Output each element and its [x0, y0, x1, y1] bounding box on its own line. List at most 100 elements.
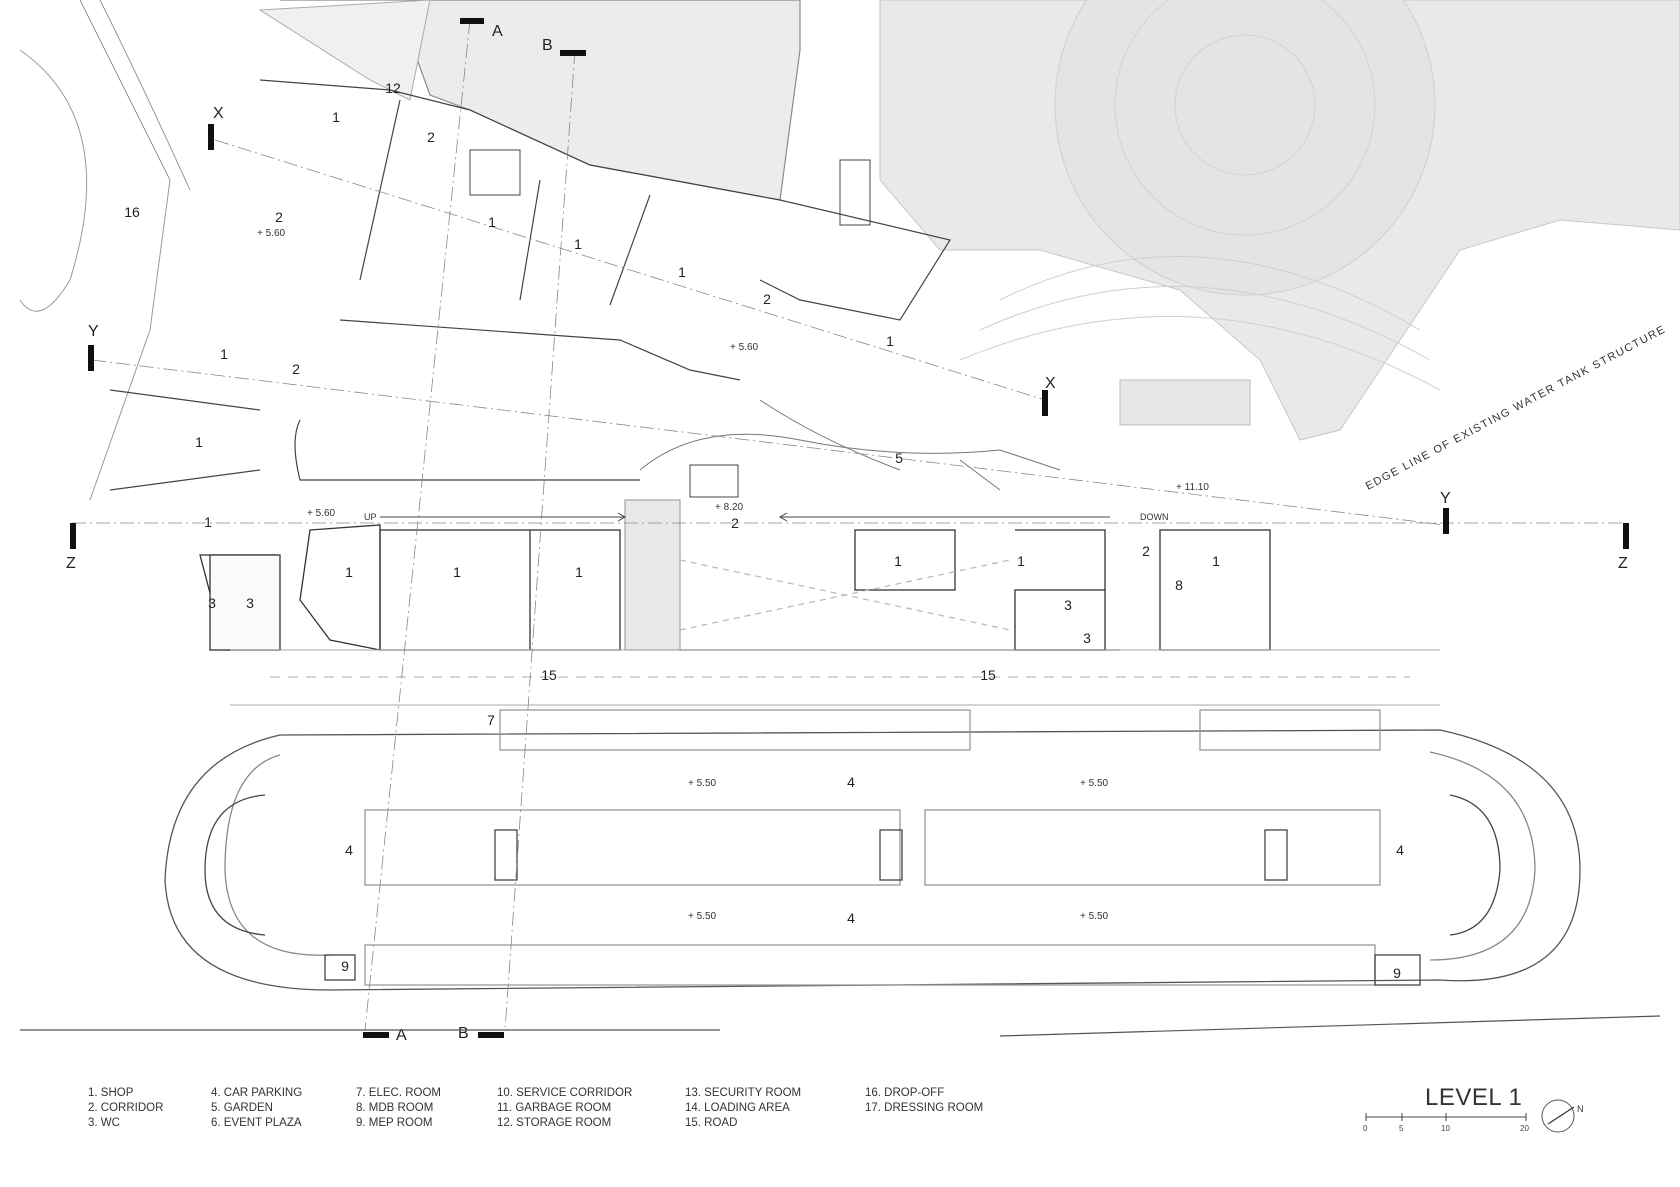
room-label-road: 15	[541, 667, 557, 683]
level-marker: + 5.60	[257, 228, 286, 239]
room-label-wc: 3	[1064, 597, 1072, 613]
room-label-shop: 1	[1212, 553, 1220, 569]
legend-item: 3. WC	[88, 1117, 120, 1129]
existing-water-tank-structure	[879, 0, 1680, 441]
room-label-car-parking: 4	[847, 774, 855, 790]
room-label-shop: 1	[678, 264, 686, 280]
legend-item: 1. SHOP	[88, 1087, 134, 1099]
level-marker: + 5.50	[688, 911, 717, 922]
legend-column-6: 16. DROP-OFF 17. DRESSING ROOM	[865, 1086, 983, 1116]
legend-item: 13. SECURITY ROOM	[685, 1087, 802, 1099]
legend-item: 8. MDB ROOM	[356, 1102, 434, 1114]
section-marker-x-right: X	[1045, 375, 1056, 392]
room-label-shop: 1	[195, 434, 203, 450]
room-label-car-parking: 4	[345, 842, 353, 858]
section-marker-z-right: Z	[1618, 555, 1628, 572]
legend-item: 11. GARBAGE ROOM	[497, 1102, 612, 1114]
room-label-corridor: 2	[427, 129, 435, 145]
section-marker-b-bottom: B	[458, 1025, 469, 1042]
level-marker: + 8.20	[715, 502, 744, 513]
section-markers	[70, 18, 1629, 1038]
scale-label: 5	[1399, 1124, 1404, 1133]
room-label-shop: 1	[894, 553, 902, 569]
room-label-shop: 1	[575, 564, 583, 580]
legend-item: 2. CORRIDOR	[88, 1102, 164, 1114]
room-label-corridor: 2	[292, 361, 300, 377]
upper-shops	[109, 79, 951, 491]
section-marker-b-top: B	[542, 37, 553, 54]
level-marker: + 5.50	[1080, 778, 1109, 789]
legend-item: 17. DRESSING ROOM	[865, 1102, 984, 1114]
room-label-corridor: 2	[763, 291, 771, 307]
ramp-up-label: UP	[364, 512, 377, 522]
existing-building-top	[258, 0, 801, 201]
legend-item: 10. SERVICE CORRIDOR	[497, 1087, 633, 1099]
scale-label: 10	[1441, 1124, 1450, 1133]
scale-bar	[1365, 1113, 1527, 1121]
room-label-shop: 1	[220, 346, 228, 362]
room-label-wc: 3	[208, 595, 216, 611]
section-lines	[72, 19, 1625, 1031]
car-parking	[164, 709, 1581, 991]
room-label-drop-off: 16	[124, 204, 140, 220]
legend-column-5: 13. SECURITY ROOM 14. LOADING AREA 15. R…	[685, 1086, 801, 1131]
section-marker-z-left: Z	[66, 555, 76, 572]
room-label-shop: 1	[886, 333, 894, 349]
legend-column-1: 1. SHOP 2. CORRIDOR 3. WC	[88, 1086, 163, 1131]
legend-item: 7. ELEC. ROOM	[356, 1087, 441, 1099]
room-label-storage-room: 12	[385, 80, 401, 96]
section-marker-x-left: X	[213, 105, 224, 122]
ramp-arrows	[380, 512, 1110, 522]
site-boundary	[20, 1015, 1661, 1037]
room-label-car-parking: 4	[1396, 842, 1404, 858]
legend-item: 12. STORAGE ROOM	[497, 1117, 612, 1129]
scale-label: 20	[1520, 1124, 1529, 1133]
room-label-mep-room: 9	[1393, 965, 1401, 981]
drawing-title: LEVEL 1	[1425, 1084, 1523, 1111]
room-label-shop: 1	[488, 214, 496, 230]
room-label-mep-room: 9	[341, 958, 349, 974]
level-marker: + 5.50	[688, 778, 717, 789]
north-arrow-icon: N	[1541, 1099, 1584, 1133]
section-marker-a-bottom: A	[396, 1027, 407, 1044]
legend-item: 15. ROAD	[685, 1117, 738, 1129]
section-marker-y-left: Y	[88, 323, 99, 340]
garden-plaza	[469, 149, 1061, 498]
room-label-wc: 3	[1083, 630, 1091, 646]
north-label: N	[1577, 1104, 1584, 1114]
room-label-shop: 1	[453, 564, 461, 580]
room-label-garden: 5	[895, 450, 903, 466]
section-marker-a-top: A	[492, 23, 503, 40]
room-label-corridor: 2	[275, 209, 283, 225]
room-label-corridor: 2	[1142, 543, 1150, 559]
ramp-down-label: DOWN	[1140, 512, 1169, 522]
room-label-car-parking: 4	[847, 910, 855, 926]
room-label-shop: 1	[204, 514, 212, 530]
room-label-shop: 1	[345, 564, 353, 580]
legend-column-4: 10. SERVICE CORRIDOR 11. GARBAGE ROOM 12…	[497, 1086, 632, 1131]
legend-item: 5. GARDEN	[211, 1102, 273, 1114]
level-marker: + 11.10	[1176, 482, 1209, 493]
level-marker: + 5.60	[730, 342, 759, 353]
legend-item: 9. MEP ROOM	[356, 1117, 433, 1129]
room-label-elec-room: 7	[487, 712, 495, 728]
drop-off-area	[19, 0, 191, 501]
road	[230, 649, 1440, 706]
legend-item: 4. CAR PARKING	[211, 1087, 303, 1099]
section-marker-y-right: Y	[1440, 490, 1451, 507]
level-marker: + 5.50	[1080, 911, 1109, 922]
legend-item: 14. LOADING AREA	[685, 1102, 790, 1114]
legend-item: 6. EVENT PLAZA	[211, 1117, 302, 1129]
room-label-wc: 3	[246, 595, 254, 611]
scale-label: 0	[1363, 1124, 1368, 1133]
room-label-shop: 1	[1017, 553, 1025, 569]
room-label-corridor: 2	[731, 515, 739, 531]
legend-column-2: 4. CAR PARKING 5. GARDEN 6. EVENT PLAZA	[211, 1086, 302, 1131]
legend-item: 16. DROP-OFF	[865, 1087, 945, 1099]
room-label-shop: 1	[574, 236, 582, 252]
room-label-mdb-room: 8	[1175, 577, 1183, 593]
legend-column-3: 7. ELEC. ROOM 8. MDB ROOM 9. MEP ROOM	[356, 1086, 441, 1131]
room-label-shop: 1	[332, 109, 340, 125]
room-label-road: 15	[980, 667, 996, 683]
